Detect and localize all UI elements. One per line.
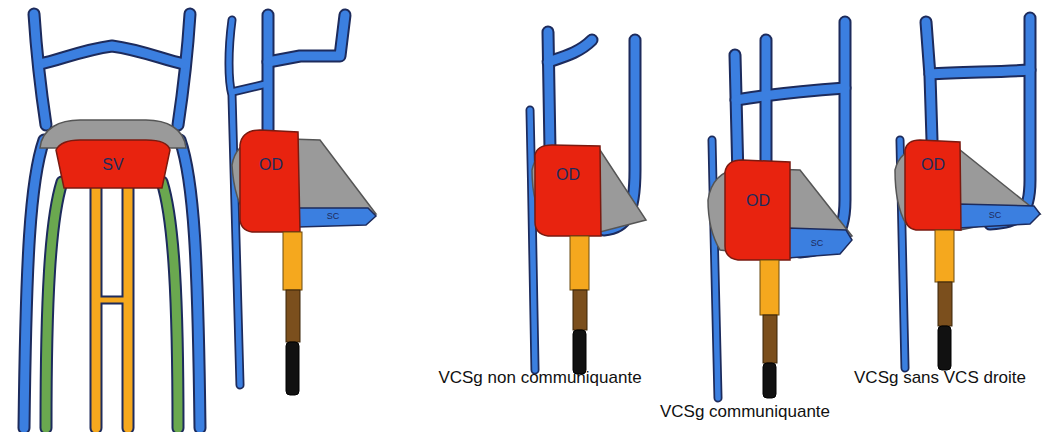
vein-outline	[162, 182, 178, 428]
figure-sinus-venosus	[24, 14, 200, 428]
vein-outline	[736, 88, 845, 100]
tube-segment	[763, 315, 777, 363]
vein	[229, 20, 240, 385]
vein-outline	[40, 46, 184, 64]
vein	[530, 110, 535, 370]
vein	[268, 15, 345, 62]
communicating-vein	[930, 70, 1030, 74]
cardinal-vein	[34, 14, 46, 125]
figure-caption: VCSg communiquante	[660, 402, 830, 422]
right-atrium-shape	[905, 140, 961, 230]
coronary-sinus: SC	[962, 207, 1028, 225]
sinus-label: SC	[327, 212, 340, 222]
superior-vena-cava	[264, 15, 273, 135]
vein-outline	[930, 70, 1030, 74]
right-atrium-shape	[725, 160, 790, 260]
figure-non-communicating	[530, 32, 646, 374]
vitelline-vein	[124, 185, 133, 428]
superior-vena-cava	[762, 40, 771, 165]
coronary-sinus-shape	[298, 208, 376, 227]
tube-segment	[573, 330, 586, 374]
tube-segment	[760, 260, 779, 315]
right-atrium-shape	[240, 130, 300, 232]
tube-segment	[935, 230, 954, 282]
right-atrium: OD	[538, 150, 598, 200]
right-atrium: OD	[728, 176, 788, 226]
sinus-venosus: SV	[64, 146, 162, 184]
communicating-vein	[736, 88, 845, 100]
sinus-label: SC	[811, 239, 824, 249]
vein-outline	[548, 40, 592, 62]
cardinal-vein	[180, 140, 200, 428]
vein-outline	[90, 185, 103, 428]
tube-segment	[763, 363, 776, 398]
cardinal-vein	[24, 140, 44, 428]
vein-outline	[262, 15, 275, 135]
figure-communicating	[708, 22, 852, 398]
vitelline-bridge	[96, 298, 128, 303]
tube-segment	[286, 290, 300, 342]
vein	[232, 84, 266, 92]
chamber-label: OD	[746, 192, 770, 210]
vein	[548, 40, 592, 62]
sinus-venosus-shape	[56, 140, 170, 188]
vein-outline	[46, 182, 62, 428]
tube-segment	[286, 342, 299, 395]
umbilical-vein	[162, 182, 178, 428]
tube-segment	[573, 290, 587, 330]
chamber-label: OD	[259, 156, 283, 174]
right-atrium-shape	[535, 145, 601, 236]
vein	[926, 22, 932, 140]
tube-segment	[938, 326, 951, 370]
figure-no-right-svc	[895, 18, 1040, 370]
anastomosis-vein	[40, 46, 184, 64]
coronary-sinus-shape	[958, 204, 1040, 228]
vein-outline	[926, 22, 932, 140]
figure-normal	[229, 15, 376, 395]
umbilical-vein	[46, 182, 62, 428]
cardinal-vein	[178, 14, 190, 125]
tube-segment	[570, 236, 589, 290]
vitelline-vein	[92, 185, 101, 428]
figure-caption: VCSg sans VCS droite	[854, 368, 1026, 388]
sinus-label: SC	[989, 211, 1002, 221]
vein-outline	[229, 20, 240, 385]
vein-outline	[530, 110, 535, 370]
vein-outline	[122, 185, 135, 428]
chamber-label: OD	[921, 156, 945, 174]
vein-outline	[232, 84, 266, 92]
vein-outline	[268, 15, 345, 62]
right-atrium: OD	[244, 140, 298, 190]
tube-segment	[938, 282, 952, 326]
chamber-label: OD	[556, 166, 580, 184]
chamber-label: SV	[102, 156, 123, 174]
superior-vena-cava	[548, 32, 550, 150]
coronary-sinus: SC	[302, 209, 364, 225]
vein-outline	[548, 32, 550, 150]
coronary-sinus-shape	[788, 228, 852, 258]
vein-outline	[96, 296, 128, 305]
tube-segment	[283, 232, 302, 290]
figure-caption: VCSg non communiquante	[438, 368, 641, 388]
coronary-sinus: SC	[792, 234, 842, 254]
right-atrium: OD	[908, 140, 958, 190]
